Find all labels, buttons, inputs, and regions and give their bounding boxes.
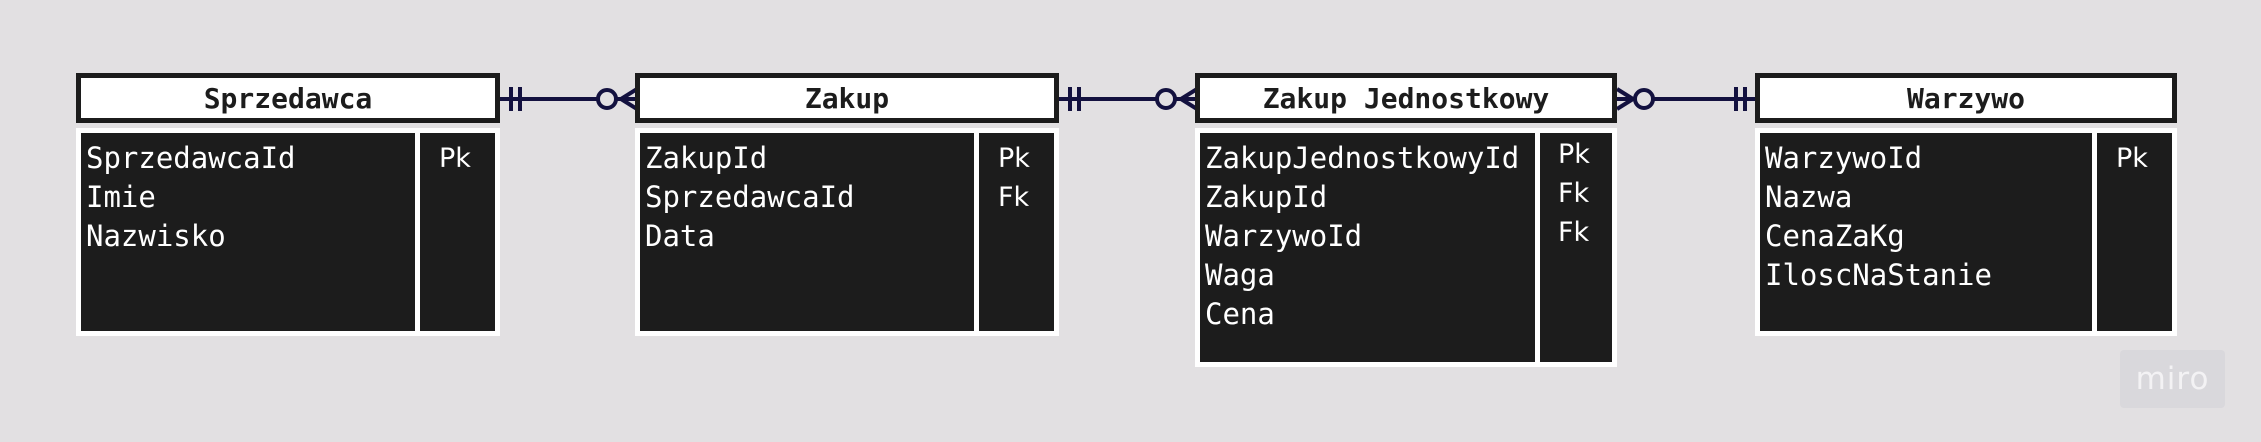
field-name: SprzedawcaId [86, 141, 296, 175]
connector-zakup-jednostkowy-warzywo[interactable] [1615, 87, 1757, 111]
field-name: ZakupJednostkowyId [1205, 141, 1520, 175]
entity-title: Sprzedawca [76, 73, 500, 123]
field-name: Nazwisko [86, 219, 226, 253]
entity-warzywo[interactable]: Warzywo WarzywoId Nazwa CenaZaKg IloscNa… [1755, 73, 2177, 336]
zero-circle [1155, 88, 1177, 110]
field-name: Nazwa [1765, 180, 1853, 214]
keys-column: Pk Fk Fk [1540, 133, 1612, 362]
field-name: CenaZaKg [1765, 219, 1905, 253]
crowfoot-upper [1179, 87, 1199, 101]
key-label: Pk [1558, 139, 1590, 170]
crowfoot-upper [619, 87, 639, 101]
entity-title: Zakup Jednostkowy [1195, 73, 1617, 123]
field-name: Data [645, 219, 715, 253]
entity-sprzedawca[interactable]: Sprzedawca SprzedawcaId Imie Nazwisko Pk [76, 73, 500, 336]
keys-column: Pk [2097, 133, 2172, 331]
entity-title: Zakup [635, 73, 1059, 123]
entity-title: Warzywo [1755, 73, 2177, 123]
fields-column: WarzywoId Nazwa CenaZaKg IloscNaStanie [1760, 133, 2092, 331]
miro-watermark: miro [2120, 350, 2225, 408]
key-label: Pk [2116, 143, 2148, 174]
zero-circle [596, 88, 618, 110]
field-name: WarzywoId [1205, 219, 1363, 253]
key-label: Fk [1558, 217, 1590, 248]
entity-zakup-jednostkowy[interactable]: Zakup Jednostkowy ZakupJednostkowyId Zak… [1195, 73, 1617, 367]
keys-column: Pk Fk [979, 133, 1054, 331]
zero-circle [1633, 88, 1655, 110]
field-name: Cena [1205, 297, 1275, 331]
connector-zakup-zakup-jednostkowy[interactable] [1059, 87, 1199, 111]
field-name: ZakupId [1205, 180, 1328, 214]
fields-column: ZakupJednostkowyId ZakupId WarzywoId Wag… [1200, 133, 1535, 362]
key-label: Pk [998, 143, 1030, 174]
fields-column: SprzedawcaId Imie Nazwisko [81, 133, 415, 331]
field-name: ZakupId [645, 141, 768, 175]
crowfoot-upper [1615, 87, 1635, 101]
crowfoot-lower [619, 97, 639, 111]
crowfoot-lower [1615, 97, 1635, 111]
keys-column: Pk [420, 133, 495, 331]
entity-body: ZakupId SprzedawcaId Data Pk Fk [635, 128, 1059, 336]
field-name: SprzedawcaId [645, 180, 855, 214]
fields-column: ZakupId SprzedawcaId Data [640, 133, 974, 331]
entity-body: ZakupJednostkowyId ZakupId WarzywoId Wag… [1195, 128, 1617, 367]
field-name: WarzywoId [1765, 141, 1923, 175]
key-label: Fk [1558, 178, 1590, 209]
key-label: Pk [439, 143, 471, 174]
field-name: Waga [1205, 258, 1275, 292]
entity-body: SprzedawcaId Imie Nazwisko Pk [76, 128, 500, 336]
entity-body: WarzywoId Nazwa CenaZaKg IloscNaStanie P… [1755, 128, 2177, 336]
entity-zakup[interactable]: Zakup ZakupId SprzedawcaId Data Pk Fk [635, 73, 1059, 336]
crowfoot-lower [1179, 97, 1199, 111]
key-label: Fk [998, 182, 1030, 213]
field-name: Imie [86, 180, 156, 214]
field-name: IloscNaStanie [1765, 258, 1992, 292]
connector-sprzedawca-zakup[interactable] [500, 87, 639, 111]
